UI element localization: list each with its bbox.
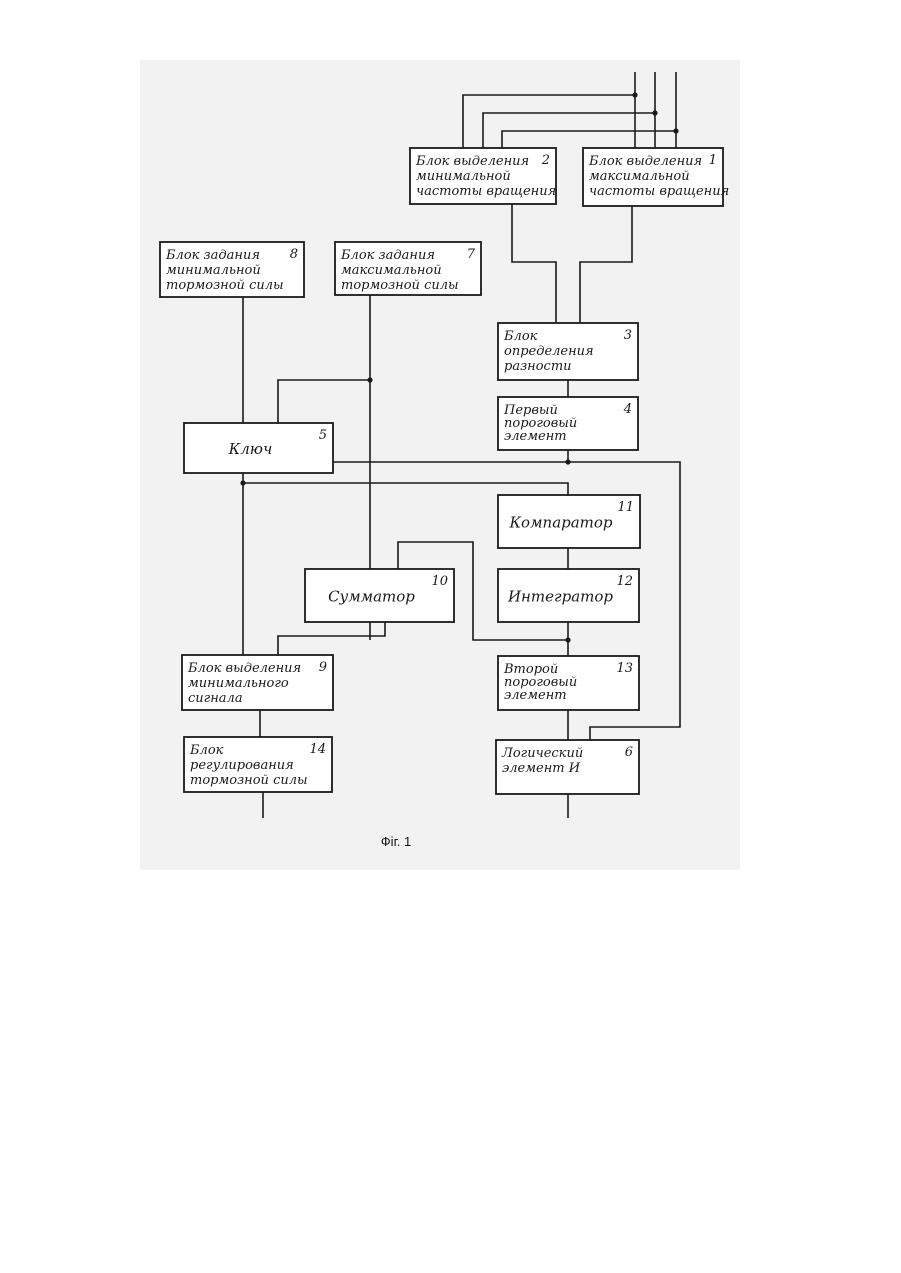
block-7: 7 Блок заданиямаксимальнойтормозной силы (335, 242, 481, 295)
block-1: 1 Блок выделениямаксимальнойчастоты враще… (583, 148, 729, 206)
block-label-line: тормозной силы (166, 278, 284, 293)
block-number: 7 (467, 247, 476, 262)
block-label-line: элемент (504, 688, 567, 703)
block-8: 8 Блок заданияминимальнойтормозной силы (160, 242, 304, 297)
block-label-line: Блок (503, 329, 538, 344)
block-2: 2 Блок выделенияминимальнойчастоты вращен… (410, 148, 556, 204)
block-label-line: частоты вращения (589, 184, 729, 199)
block-number: 3 (624, 328, 632, 343)
junction-dot (632, 92, 637, 97)
block-label-line: тормозной силы (190, 773, 308, 788)
block-label-line: Блок выделения (415, 154, 529, 169)
block-number: 6 (625, 745, 633, 760)
block-6: 6 Логическийэлемент И (496, 740, 639, 794)
block-number: 12 (616, 574, 633, 589)
block-label-line: Сумматор (328, 588, 415, 606)
block-label-line: сигнала (188, 691, 243, 706)
block-label-line: Блок задания (165, 248, 260, 263)
block-label-line: Ключ (228, 440, 273, 458)
block-label-line: элемент (504, 429, 567, 444)
junction-dot (565, 459, 570, 464)
block-11: 11Компаратор (498, 495, 640, 548)
block-label-line: определения (504, 344, 594, 359)
block-label-line: Интегратор (507, 588, 613, 606)
block-label-line: максимальной (341, 263, 442, 278)
block-label-line: Компаратор (508, 514, 612, 532)
block-number: 1 (709, 153, 717, 168)
block-label-line: Блок (189, 743, 224, 758)
block-number: 5 (319, 428, 327, 443)
block-label-line: разности (504, 359, 572, 374)
block-label-line: Логический (501, 746, 583, 761)
block-label-line: тормозной силы (341, 278, 459, 293)
block-label-line: частоты вращения (416, 184, 556, 199)
junction-dot (367, 377, 372, 382)
junction-dot (652, 110, 657, 115)
block-number: 13 (616, 661, 633, 676)
block-label-line: минимальной (166, 263, 261, 278)
junction-dot (240, 480, 245, 485)
block-label-line: минимального (188, 676, 289, 691)
block-12: 12Интегратор (498, 569, 639, 622)
block-number: 2 (541, 153, 550, 168)
block-label-line: элемент И (502, 761, 581, 776)
block-5: 5Ключ (184, 423, 333, 473)
block-number: 9 (319, 660, 327, 675)
block-label-line: регулирования (190, 758, 294, 773)
block-14: 14 Блокрегулированиятормозной силы (184, 737, 332, 792)
figure-caption: Фіг. 1 (381, 834, 411, 849)
block-number: 10 (431, 574, 448, 589)
block-3: 3 Блокопределенияразности (498, 323, 638, 380)
block-4: 4Первыйпороговыйэлемент (498, 397, 638, 450)
block-label-line: Блок выделения (187, 661, 301, 676)
block-number: 4 (623, 402, 632, 417)
block-label-line: минимальной (416, 169, 511, 184)
block-13: 13Второйпороговыйэлемент (498, 656, 639, 710)
block-number: 14 (309, 742, 326, 757)
junction-dot (565, 637, 570, 642)
block-label-line: Блок задания (340, 248, 435, 263)
junction-dot (673, 128, 678, 133)
block-9: 9 Блок выделенияминимальногосигнала (182, 655, 333, 710)
block-label-line: Блок выделения (588, 154, 702, 169)
block-10: 10Сумматор (305, 569, 454, 622)
block-label-line: максимальной (589, 169, 690, 184)
block-number: 8 (290, 247, 298, 262)
block-number: 11 (617, 500, 634, 515)
